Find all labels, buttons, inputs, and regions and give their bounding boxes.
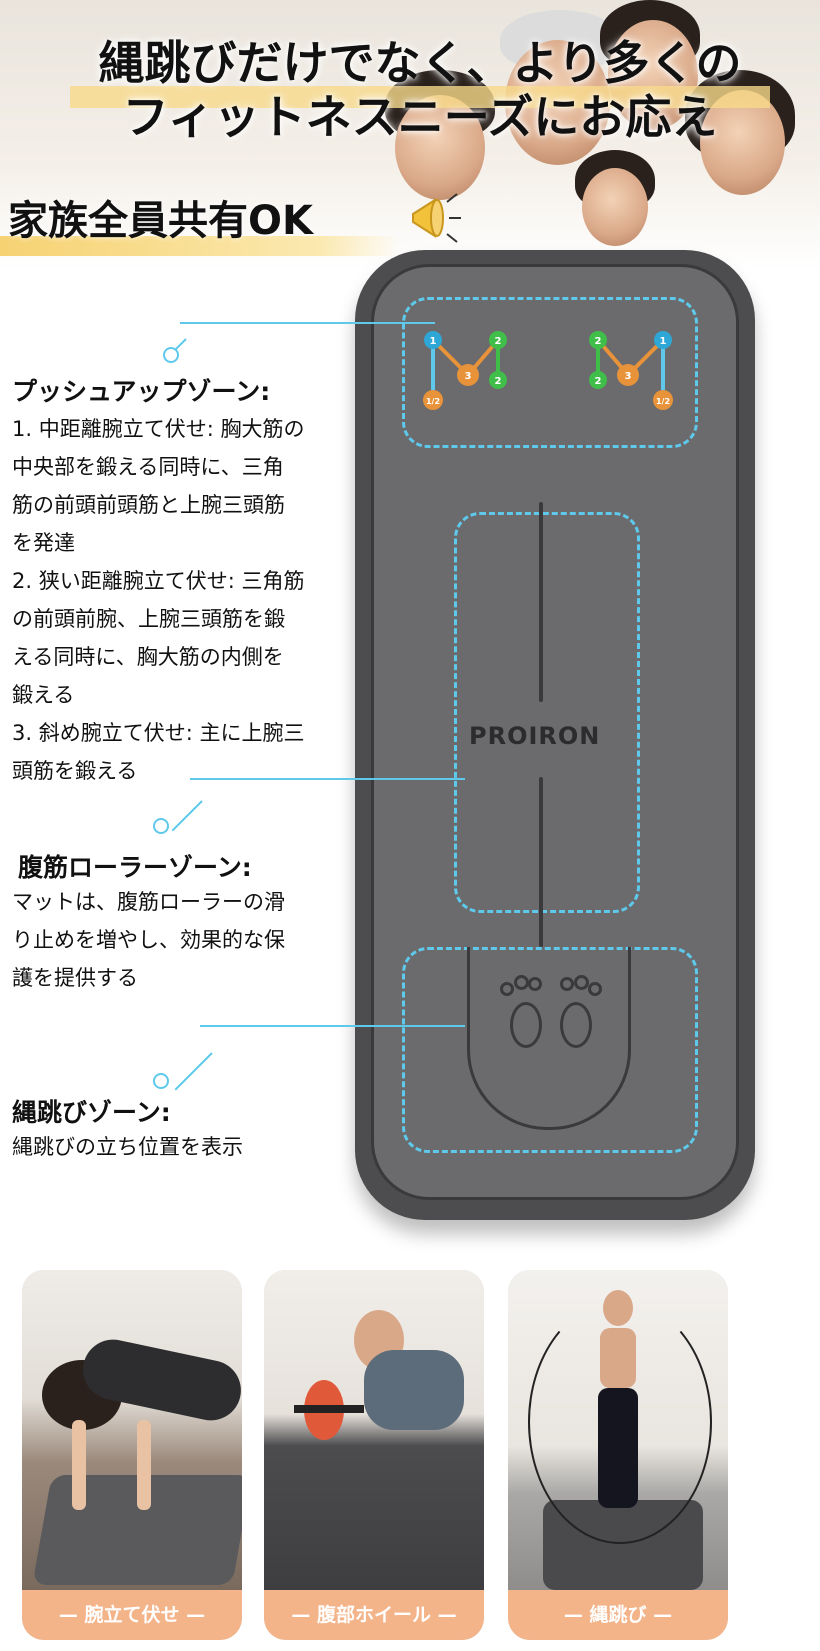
toe-icon [500,982,514,996]
toe-icon [588,982,602,996]
desc-line: を発達 [12,531,75,555]
roller-zone-title: 腹筋ローラーゾーン: [18,853,252,882]
headline-line-1: 縄跳びだけでなく、より多くの [98,36,742,90]
desc-line: える同時に、胸大筋の内側を [12,645,284,669]
desc-line: 鍛える [12,683,75,707]
jump-rope-photo-card: — 縄跳び — [508,1270,728,1640]
center-line [539,777,543,947]
feet-outline [467,947,631,1130]
ab-wheel-photo [264,1270,484,1590]
mat-surface: 1 2 3 2 1/2 1 2 3 2 1/2 PROIRON [371,264,739,1200]
toe-icon [514,975,529,990]
left-foot-icon [510,1002,542,1048]
roller-zone-outline [454,512,640,913]
headline-line-2: フィットネスニーズにお応え [122,90,718,144]
jump-zone-outline [402,947,698,1153]
headline: 縄跳びだけでなく、より多くの フィットネスニーズにお応え [40,36,800,144]
desc-line: 筋の前頭前頭筋と上腕三頭筋 [12,493,285,517]
child-face [582,168,648,246]
jump-zone-description: 縄跳びの立ち位置を表示 [12,1128,337,1166]
fitness-mat: 1 2 3 2 1/2 1 2 3 2 1/2 PROIRON [355,250,755,1220]
brand-logo: PROIRON [469,722,601,750]
node-label: 2 [495,376,502,387]
banner-band [0,236,400,256]
center-line [539,502,543,702]
desc-line: マットは、腹筋ローラーの滑 [12,890,285,914]
megaphone-icon [412,193,461,243]
node-label: 2 [595,376,602,387]
desc-line: 頭筋を鍛える [12,759,138,783]
jump-rope-photo [508,1270,728,1590]
pushup-photo [22,1270,242,1590]
desc-line: 護を提供する [12,966,138,990]
father-face [608,20,698,130]
pushup-connector-line [180,322,435,324]
jump-zone-title: 縄跳びゾーン: [12,1098,171,1127]
pushup-photo-card: — 腕立て伏せ — [22,1270,242,1640]
jump-connector-line [200,1025,465,1027]
pushup-zone-title: プッシュアップゾーン: [12,377,271,406]
ab-wheel-caption: — 腹部ホイール — [264,1590,484,1640]
toe-icon [528,977,542,991]
roller-connector-line [171,800,203,832]
jump-rope-caption: — 縄跳び — [508,1590,728,1640]
desc-line: 3. 斜め腕立て伏せ: 主に上腕三 [12,721,305,745]
right-foot-icon [560,1002,592,1048]
roller-zone-description: マットは、腹筋ローラーの滑 り止めを増やし、効果的な保 護を提供する [12,883,337,997]
pushup-zone-outline: 1 2 3 2 1/2 1 2 3 2 1/2 [402,297,698,448]
roller-connector-line [190,778,465,780]
desc-line: 2. 狭い距離腕立て伏せ: 三角筋 [12,569,305,593]
pushup-caption: — 腕立て伏せ — [22,1590,242,1640]
node-label: 1/2 [426,397,440,406]
node-label: 3 [625,371,632,382]
desc-line: 中央部を鍛える同時に、三角 [12,455,284,479]
desc-line: り止めを増やし、効果的な保 [12,928,285,952]
grandmother-face [395,95,485,200]
roller-connector-dot [153,818,169,834]
family-banner-text: 家族全員共有OK [8,198,313,244]
node-label: 3 [465,371,472,382]
pushup-connector-dot [163,347,179,363]
toe-icon [560,977,574,991]
pushup-position-diagram: 1 2 3 2 1/2 1 2 3 2 1/2 [423,331,673,410]
jump-connector-dot [153,1073,169,1089]
ab-wheel-photo-card: — 腹部ホイール — [264,1270,484,1640]
node-label: 1 [660,336,667,347]
family-banner: 家族全員共有OK [0,188,420,258]
desc-line: の前頭前腕、上腕三頭筋を鍛 [12,607,285,631]
node-label: 2 [595,336,602,347]
node-label: 2 [495,336,502,347]
node-label: 1/2 [656,397,670,406]
jump-connector-line [174,1052,213,1091]
pushup-zone-description: 1. 中距離腕立て伏せ: 胸大筋の 中央部を鍛える同時に、三角 筋の前頭前頭筋と… [12,410,337,790]
headline-highlight [70,86,770,108]
node-label: 1 [430,336,437,347]
desc-line: 1. 中距離腕立て伏せ: 胸大筋の [12,417,305,441]
toe-icon [574,975,589,990]
desc-line: 縄跳びの立ち位置を表示 [12,1135,243,1159]
